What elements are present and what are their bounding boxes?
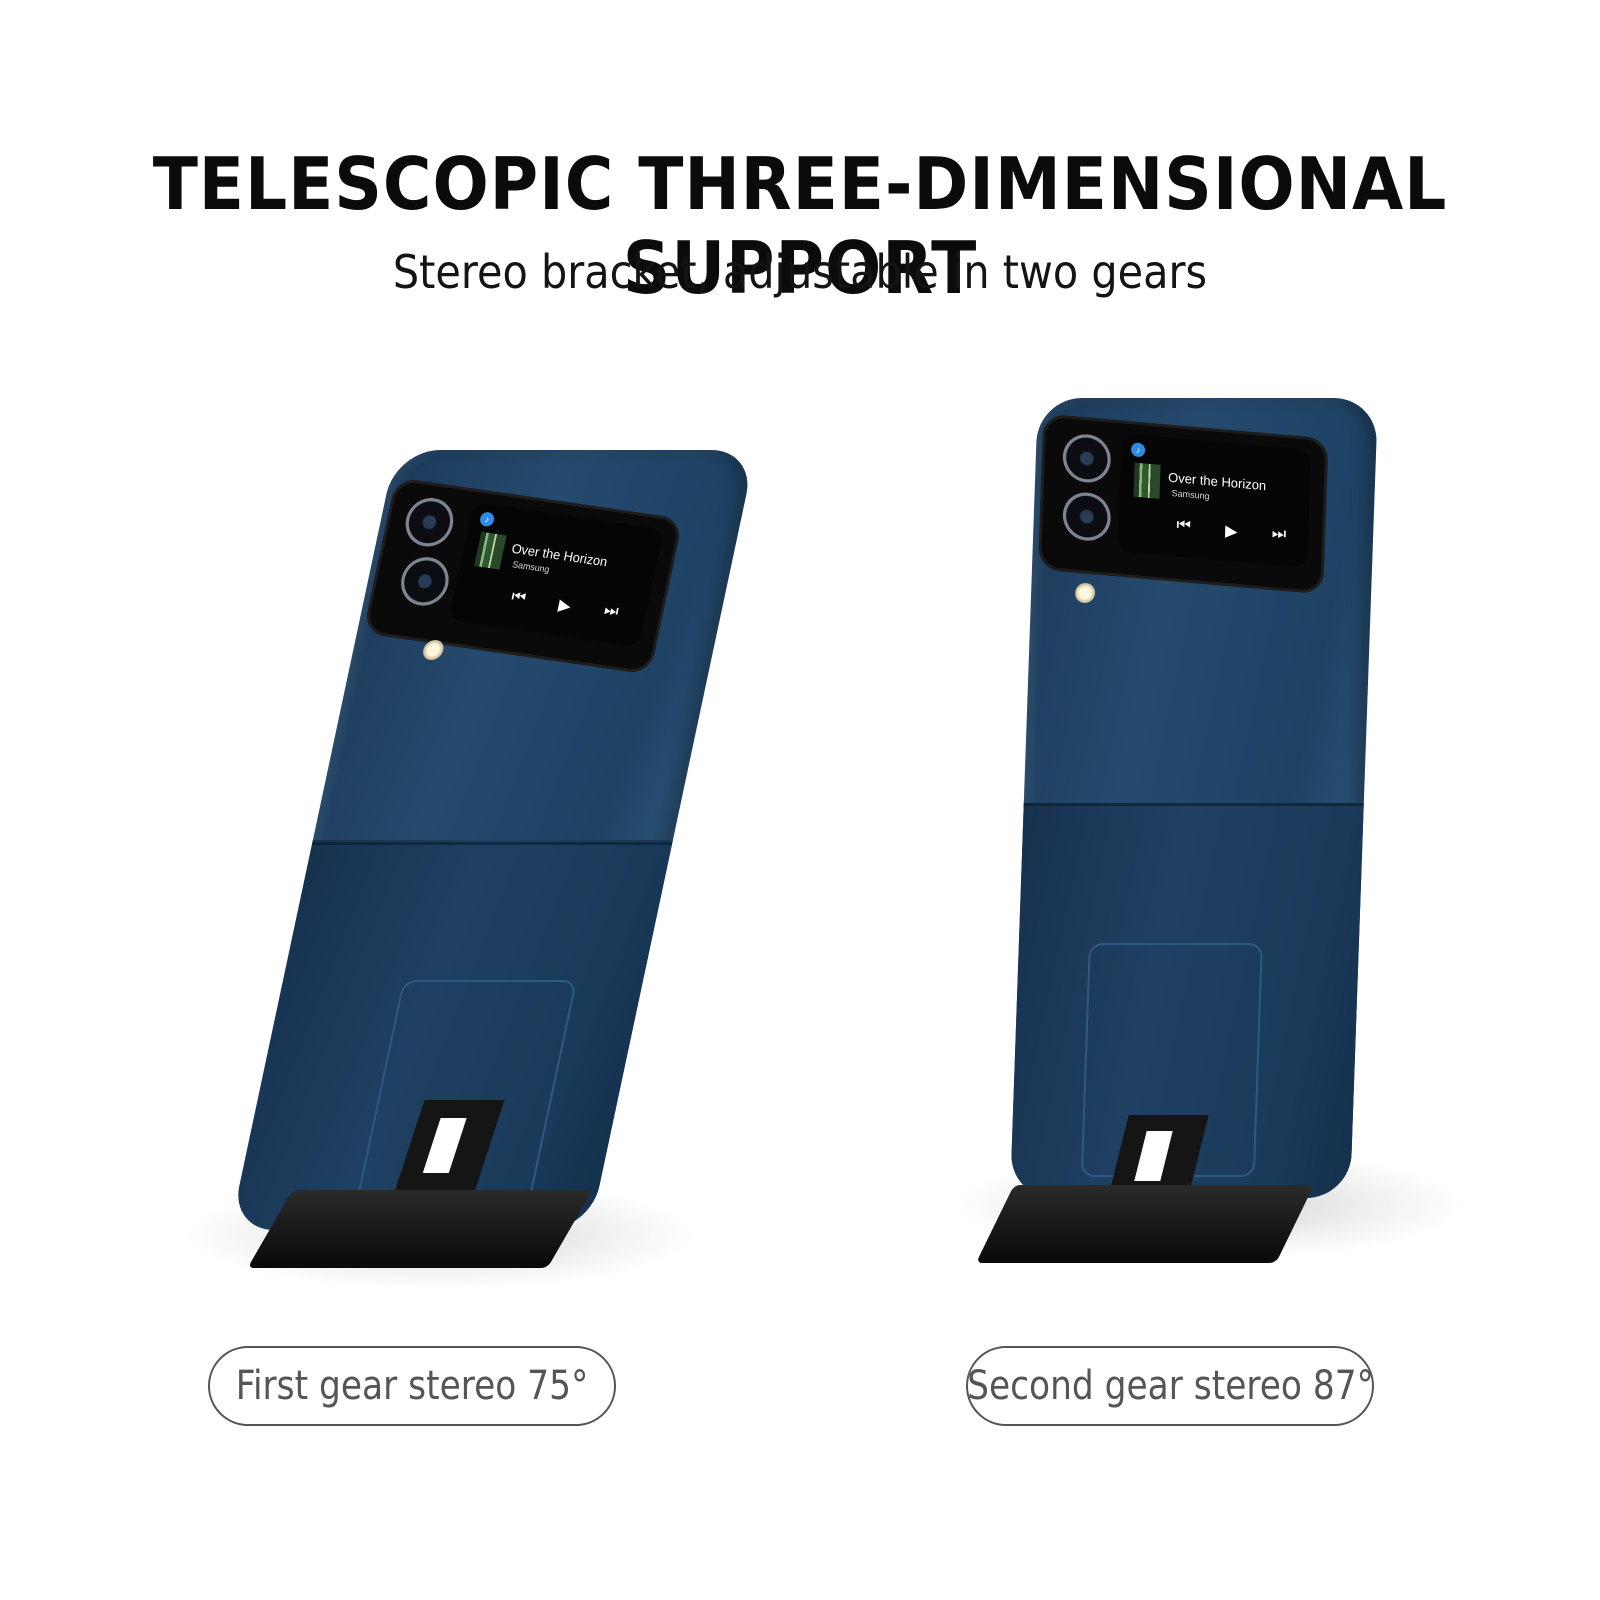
previous-track-icon: ⏮ (1176, 516, 1192, 535)
cover-display-frame: ♪ Over the Horizon Samsung ⏮ ▶ ⏭ (1037, 413, 1329, 595)
cover-display-frame: ♪ Over the Horizon Samsung ⏮ ▶ ⏭ (362, 477, 684, 675)
album-art (1133, 462, 1161, 499)
hinge-line (311, 842, 673, 845)
next-track-icon: ⏭ (602, 601, 621, 621)
stand-base (247, 1190, 593, 1268)
track-artist: Samsung (511, 559, 551, 575)
music-app-icon: ♪ (1130, 442, 1146, 458)
previous-track-icon: ⏮ (509, 588, 528, 608)
second-gear-label-text: Second gear stereo 87° (966, 1363, 1374, 1409)
product-first-gear: ♪ Over the Horizon Samsung ⏮ ▶ ⏭ (180, 450, 756, 1290)
stand-base (975, 1185, 1315, 1263)
music-app-icon: ♪ (478, 511, 496, 528)
headline-title: TELESCOPIC THREE-DIMENSIONAL SUPPORT (152, 142, 1448, 310)
camera-lens-icon (1062, 432, 1112, 485)
cover-screen: ♪ Over the Horizon Samsung ⏮ ▶ ⏭ (1117, 433, 1312, 569)
play-icon: ▶ (1224, 522, 1238, 541)
headline-subtitle: Stereo bracket, adjustable in two gears (392, 245, 1208, 299)
album-art (474, 531, 507, 570)
next-track-icon: ⏭ (1271, 524, 1287, 544)
first-gear-label-text: First gear stereo 75° (235, 1363, 589, 1409)
track-artist: Samsung (1171, 487, 1210, 502)
first-gear-label: First gear stereo 75° (208, 1346, 616, 1426)
camera-lens-icon (396, 553, 454, 609)
stand-slot (1134, 1131, 1173, 1181)
phone-case-image: ♪ Over the Horizon Samsung ⏮ ▶ ⏭ (1010, 398, 1378, 1198)
camera-flash-icon (1074, 583, 1096, 603)
camera-lens-icon (1062, 490, 1112, 543)
camera-flash-icon (421, 640, 446, 660)
media-controls: ⏮ ▶ ⏭ (1176, 516, 1286, 546)
second-gear-label: Second gear stereo 87° (966, 1346, 1374, 1426)
cover-screen: ♪ Over the Horizon Samsung ⏮ ▶ ⏭ (448, 501, 664, 648)
play-icon: ▶ (556, 596, 573, 616)
stand-slot (422, 1118, 467, 1173)
product-second-gear: ♪ Over the Horizon Samsung ⏮ ▶ ⏭ (800, 0, 1600, 1600)
camera-lens-icon (401, 494, 458, 550)
hinge-line (1023, 803, 1364, 806)
media-controls: ⏮ ▶ ⏭ (509, 588, 620, 623)
